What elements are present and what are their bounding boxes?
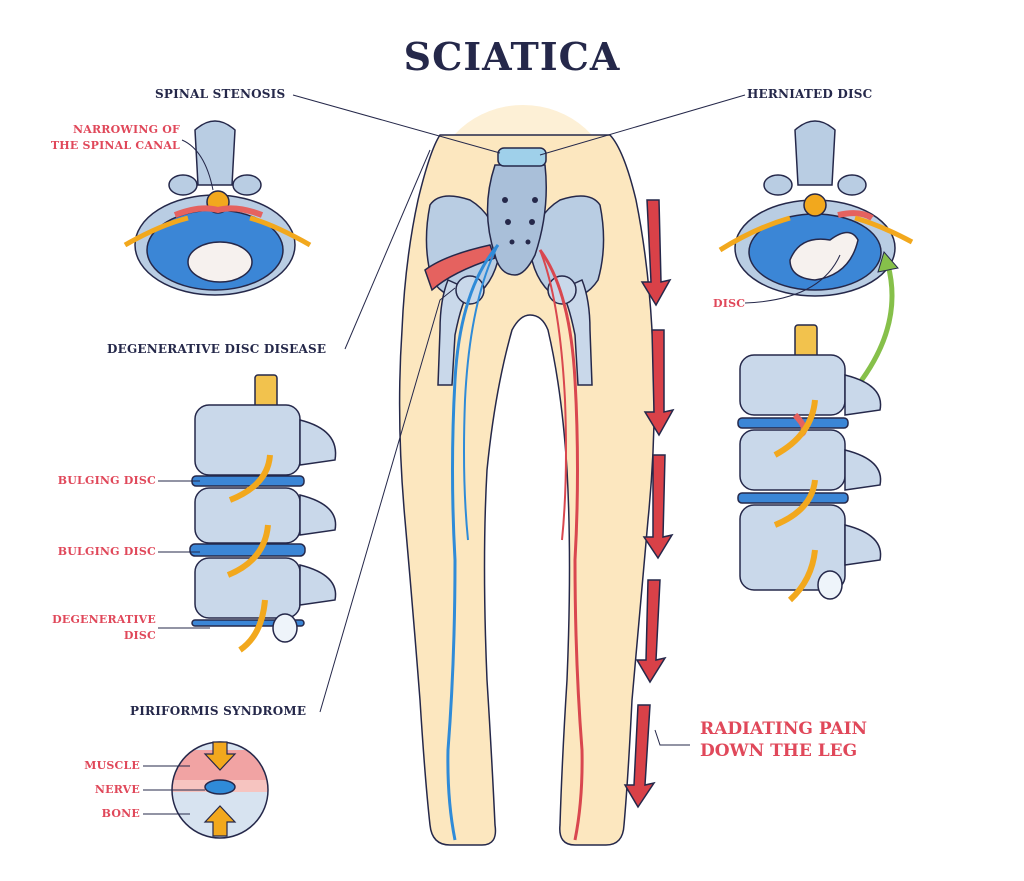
bone-label: BONE	[101, 807, 140, 820]
nerve-cross-section	[204, 779, 236, 795]
nerve-label: NERVE	[94, 783, 140, 796]
body-illustration	[398, 105, 655, 846]
vein-left	[446, 244, 500, 841]
pain-arrows	[623, 199, 675, 809]
compression-arrow-bottom	[203, 805, 237, 837]
degenerative-label-line2: DISC	[123, 629, 156, 642]
disc-label: DISC	[713, 297, 746, 310]
bulging-disc-label-2: BULGING DISC	[57, 545, 156, 558]
radiating-pain-line2: DOWN THE LEG	[700, 741, 858, 761]
muscle-label: MUSCLE	[84, 759, 140, 772]
herniated-disc-label: HERNIATED DISC	[747, 87, 873, 101]
artery-right	[538, 249, 584, 841]
sacrum	[486, 164, 547, 276]
pain-arrow-1	[640, 199, 672, 307]
narrowing-label-line2: THE SPINAL CANAL	[50, 139, 180, 152]
degenerative-spine	[189, 374, 337, 653]
lumbar-disc	[497, 147, 547, 167]
pain-arrow-2	[643, 329, 675, 437]
herniated-vertebra	[718, 120, 914, 297]
page-title: SCIATICA	[403, 34, 621, 79]
pain-arrow-5	[623, 704, 656, 809]
degenerative-label-line1: DEGENERATIVE	[52, 613, 156, 626]
bulging-disc-label-1: BULGING DISC	[57, 474, 156, 487]
radiating-pain-label: RADIATING PAIN DOWN THE LEG	[700, 718, 867, 762]
herniated-spine	[737, 324, 882, 603]
pain-arrow-4	[635, 579, 667, 684]
pain-arrow-3	[642, 454, 674, 560]
compression-arrow-top	[203, 741, 237, 771]
piriformis-syndrome-label: PIRIFORMIS SYNDROME	[130, 704, 307, 718]
narrowing-label-line1: NARROWING OF	[72, 123, 180, 136]
spinal-stenosis-label: SPINAL STENOSIS	[155, 87, 286, 101]
leader-lines	[143, 94, 841, 815]
stenosis-vertebra	[123, 120, 312, 296]
radiating-pain-line1: RADIATING PAIN	[700, 719, 868, 739]
degenerative-disc-disease-label: DEGENERATIVE DISC DISEASE	[107, 342, 327, 356]
body-silhouette	[398, 134, 655, 846]
piriformis-muscle	[424, 244, 496, 292]
